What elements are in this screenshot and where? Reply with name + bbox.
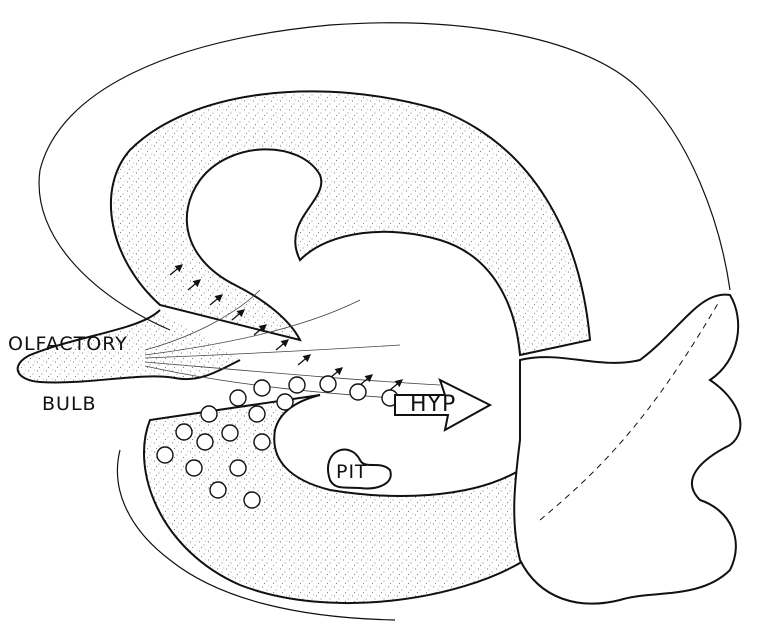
bulb-label: BULB	[42, 393, 97, 415]
olfactory-label: OLFACTORY	[8, 333, 128, 355]
pit-label: PIT	[336, 461, 368, 483]
hyp-label: HYP	[410, 392, 456, 417]
cortex-band	[111, 91, 590, 355]
basal-band	[144, 395, 525, 603]
